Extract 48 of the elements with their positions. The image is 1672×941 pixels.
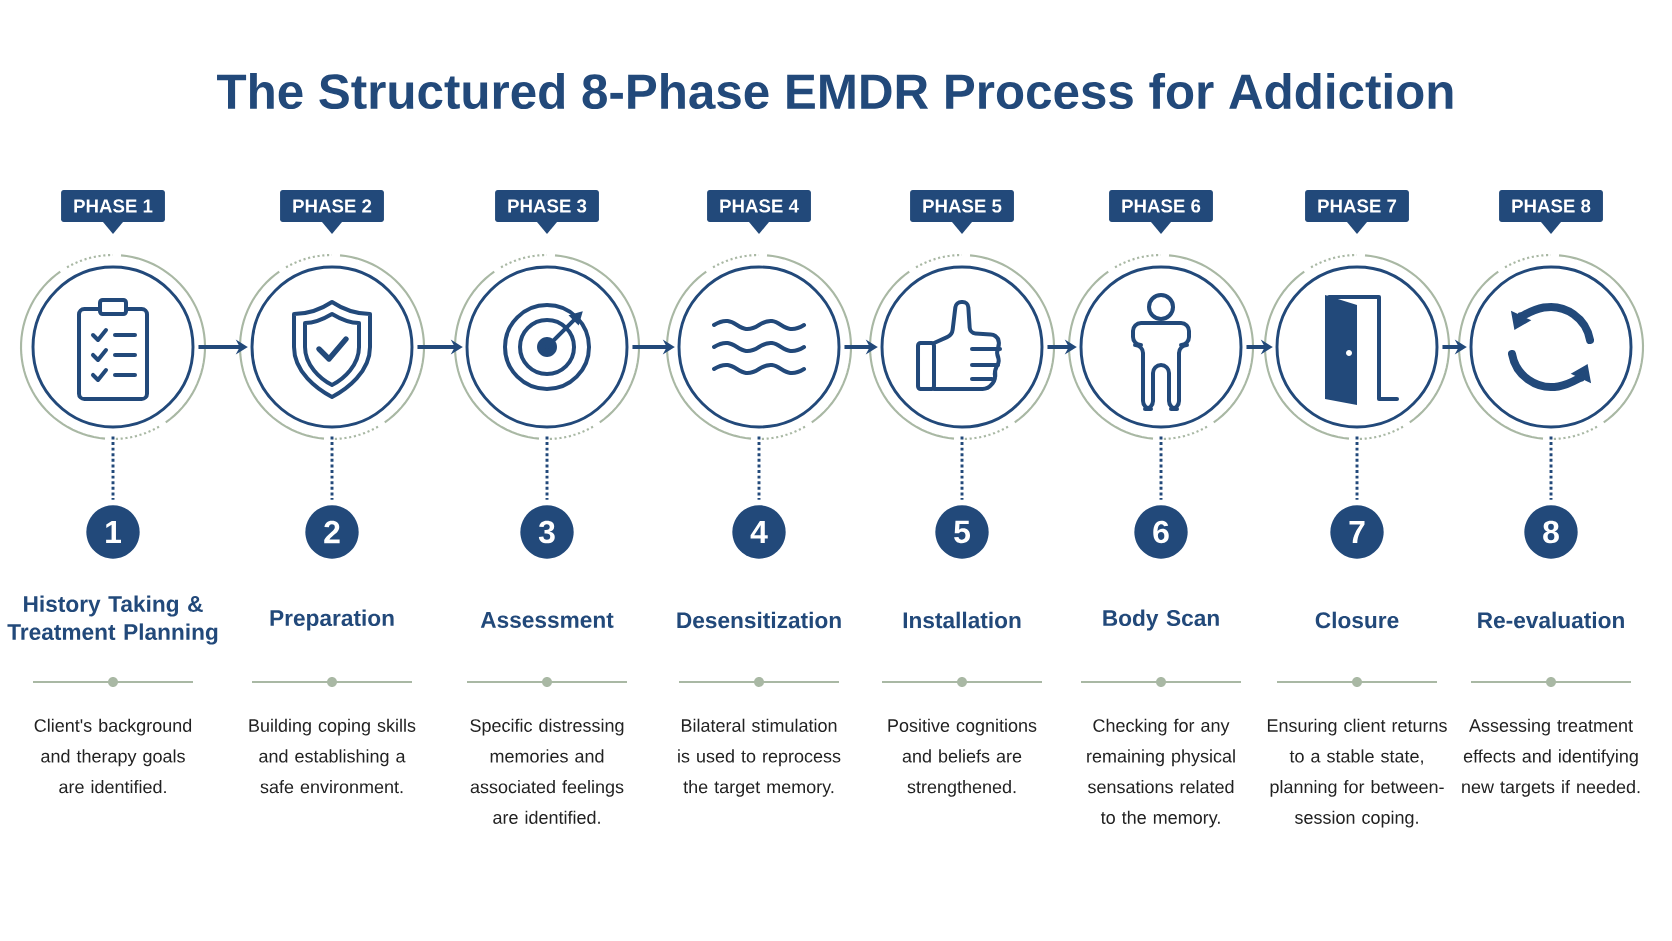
step-description: Specific distressing memories and associated feelings are identified. (470, 718, 624, 824)
connector-line (1159, 436, 1163, 500)
number-badge: 2 (305, 505, 359, 559)
step-title: Assessment (480, 612, 614, 628)
number-badge: 8 (1524, 505, 1578, 559)
number-badge: 3 (520, 505, 574, 559)
number-badge: 5 (935, 505, 989, 559)
step-title: History Taking & Treatment Planning (7, 595, 218, 645)
phase-tag: PHASE 7 (1305, 190, 1409, 234)
phase-tag: PHASE 8 (1499, 190, 1603, 234)
connector-line (1355, 436, 1359, 500)
step-title: Re-evaluation (1478, 611, 1624, 629)
icon-circle (250, 265, 414, 429)
step-description: Ensuring client returns to a stable state, planning for between-session coping. (1267, 718, 1447, 828)
step-title: Closure (1315, 611, 1399, 629)
step-title: Desensitization (677, 611, 841, 629)
number-badge: 7 (1330, 505, 1384, 559)
icon-circle (465, 265, 629, 429)
number-badge: 4 (732, 505, 786, 559)
phase-tag: PHASE 3 (495, 190, 599, 234)
connector-line (330, 436, 334, 500)
step-title: Preparation (270, 609, 394, 631)
phase-tag: PHASE 2 (280, 190, 384, 234)
icon-circle (1469, 265, 1633, 429)
step-description: Bilateral stimulation is used to reprocess the target memory. (678, 718, 841, 797)
step-description: Positive cognitions and beliefs are strengthened. (888, 718, 1037, 797)
phase-tag: PHASE 4 (707, 190, 811, 234)
icon-circle (31, 265, 195, 429)
icon-circle (880, 265, 1044, 429)
step-description: Checking for any remaining physical sensations related to the memory. (1087, 718, 1235, 828)
title: The Structured 8-Phase EMDR Process for Addiction (217, 72, 1453, 110)
step-description: Client's background and therapy goals are identified. (34, 718, 192, 794)
connector-line (1549, 436, 1553, 500)
connector-line (545, 436, 549, 500)
connector-line (111, 436, 115, 500)
step-title: Installation (903, 611, 1021, 629)
step-description: Assessing treatment effects and identifying new targets if needed. (1462, 718, 1640, 797)
step-description: Building coping skills and establishing a safe environment. (249, 718, 416, 794)
phase-tag: PHASE 5 (910, 190, 1014, 234)
icon-circle (677, 265, 841, 429)
number-badge: 6 (1134, 505, 1188, 559)
number-badge: 1 (86, 505, 140, 559)
icon-circle (1079, 265, 1243, 429)
step-title: Body Scan (1103, 609, 1219, 631)
connector-line (757, 436, 761, 500)
phase-tag: PHASE 6 (1109, 190, 1213, 234)
connector-line (960, 436, 964, 500)
phase-tag: PHASE 1 (61, 190, 165, 234)
